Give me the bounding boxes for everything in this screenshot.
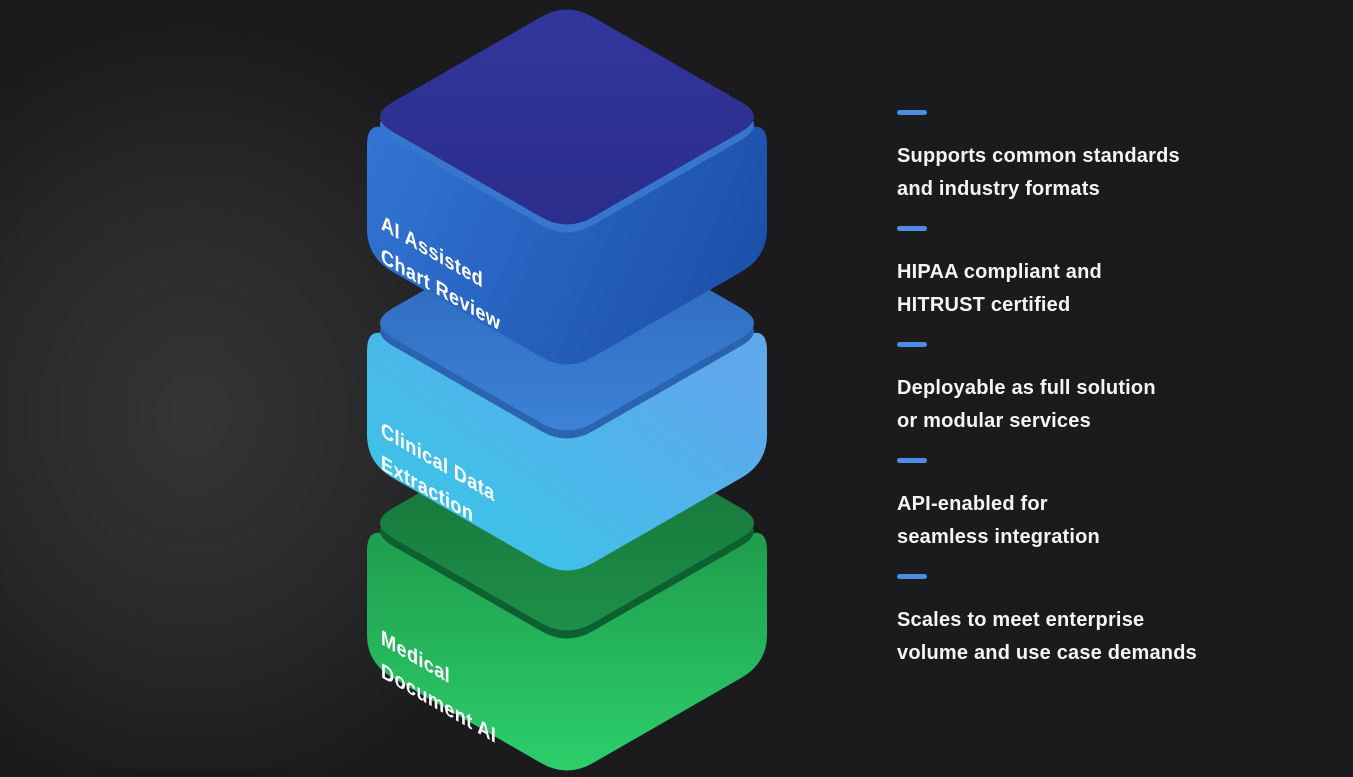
accent-dash-icon <box>897 342 927 347</box>
feature-item: HIPAA compliant and HITRUST certified <box>897 226 1317 322</box>
feature-text-line2: volume and use case demands <box>897 642 1197 664</box>
feature-text-line1: HIPAA compliant and <box>897 261 1102 283</box>
feature-text-line1: Supports common standards <box>897 145 1180 167</box>
feature-text-line1: API-enabled for <box>897 493 1048 515</box>
accent-dash-icon <box>897 574 927 579</box>
feature-text-line1: Scales to meet enterprise <box>897 609 1145 631</box>
feature-item: Scales to meet enterprise volume and use… <box>897 574 1317 670</box>
feature-item: API-enabled for seamless integration <box>897 458 1317 554</box>
feature-item: Supports common standards and industry f… <box>897 110 1317 206</box>
accent-dash-icon <box>897 458 927 463</box>
feature-list: Supports common standards and industry f… <box>897 110 1317 690</box>
feature-text-line2: or modular services <box>897 410 1091 432</box>
feature-text-line2: seamless integration <box>897 526 1100 548</box>
accent-dash-icon <box>897 226 927 231</box>
feature-text-line1: Deployable as full solution <box>897 377 1156 399</box>
accent-dash-icon <box>897 110 927 115</box>
feature-item: Deployable as full solution or modular s… <box>897 342 1317 438</box>
feature-text-line2: HITRUST certified <box>897 294 1071 316</box>
feature-text-line2: and industry formats <box>897 178 1100 200</box>
